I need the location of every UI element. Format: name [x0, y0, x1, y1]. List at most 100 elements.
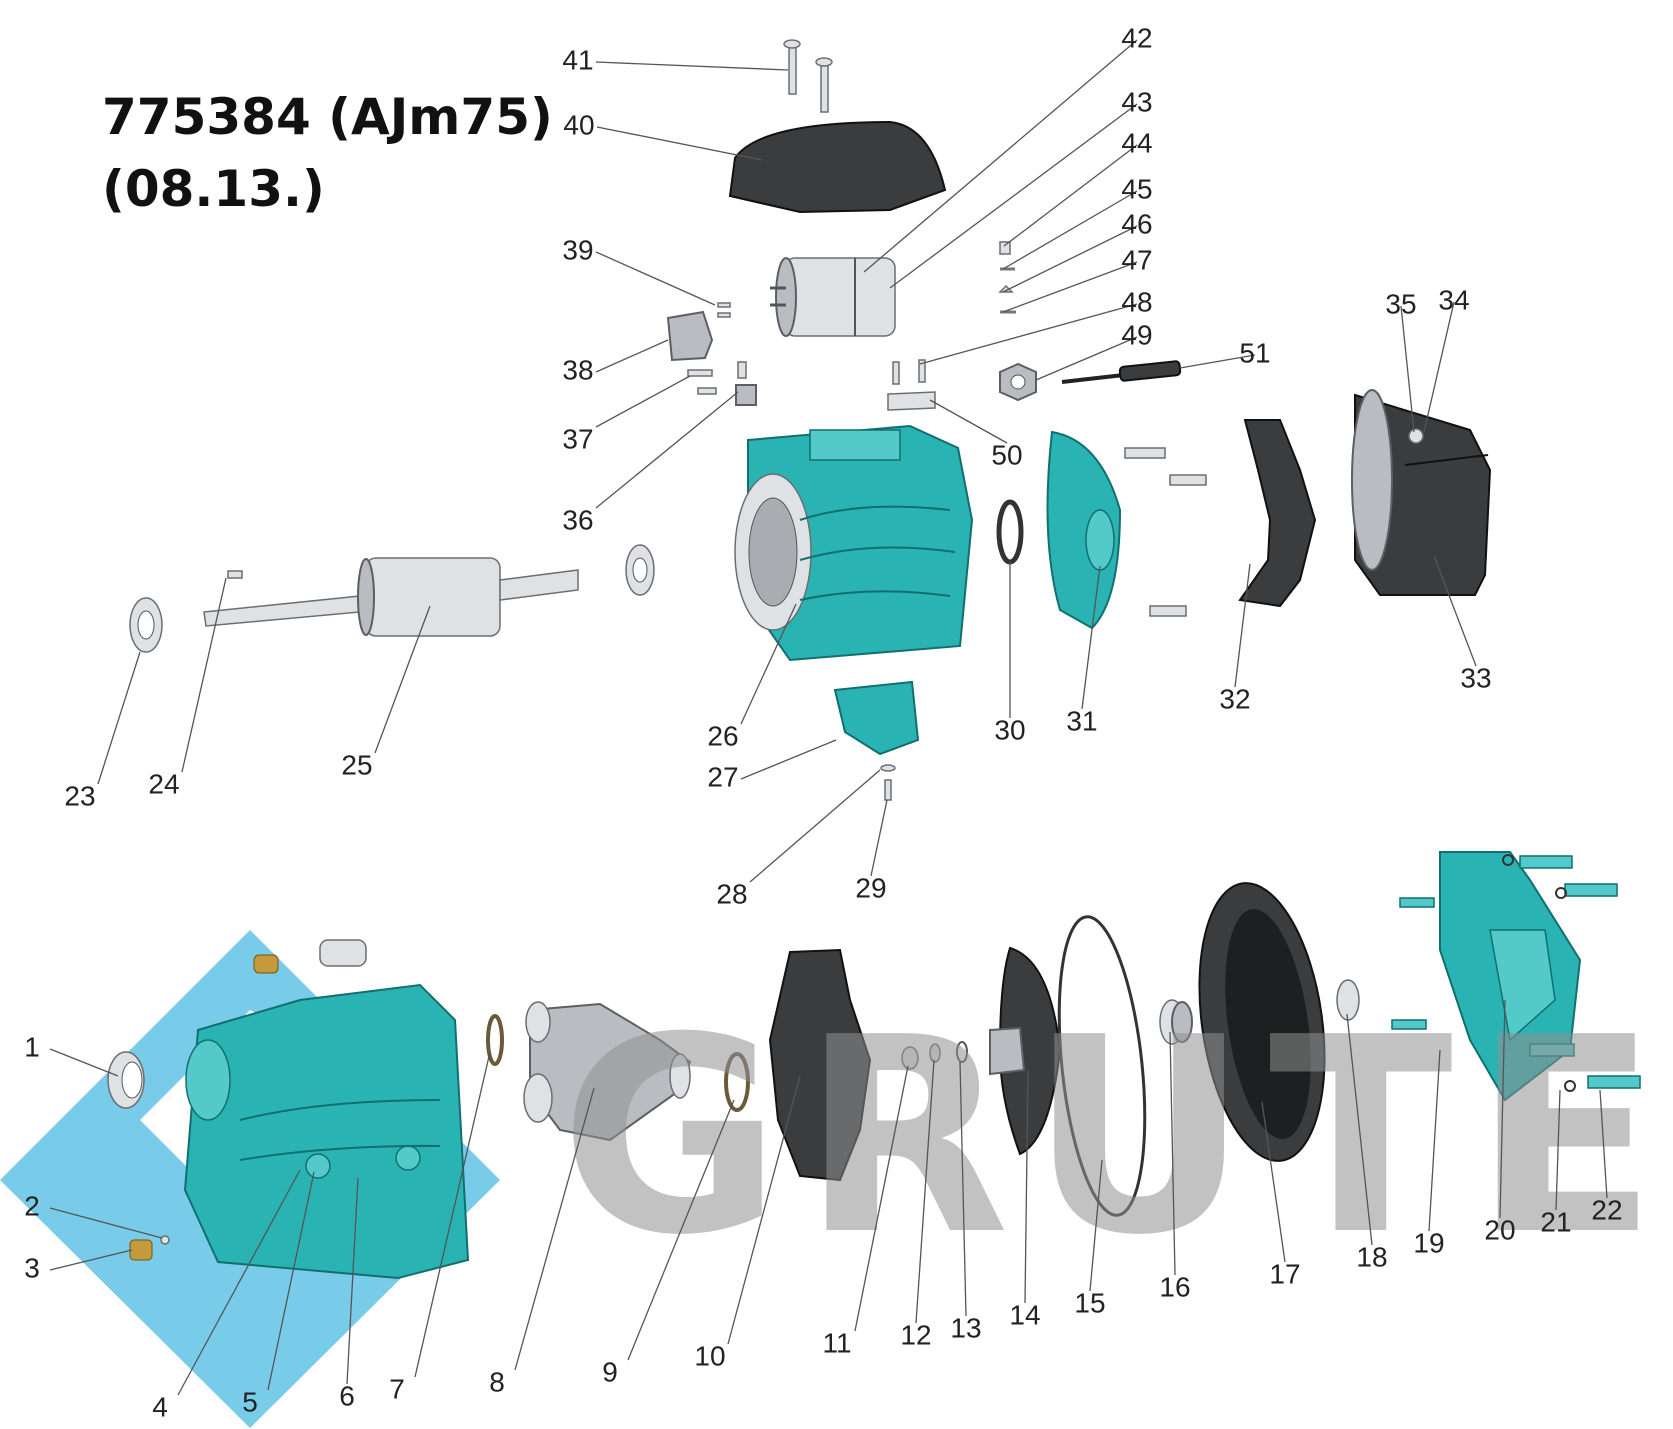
leader-line-45	[1002, 190, 1138, 270]
leader-line-29	[870, 799, 888, 877]
watermark-text: GRUTEK	[560, 979, 1673, 1294]
part-label-30: 30	[994, 714, 1025, 745]
parts-44-47-small-hardware	[998, 241, 1016, 314]
part-2-3-drain-plug	[129, 1235, 170, 1261]
part-label-39: 39	[562, 234, 593, 265]
leader-line-15	[1089, 1159, 1103, 1292]
part-label-17: 17	[1269, 1258, 1300, 1289]
part-label-16: 16	[1159, 1271, 1190, 1302]
part-33-fan-cover	[1351, 389, 1492, 596]
part-16-mechanical-seal	[1159, 999, 1193, 1045]
part-label-24: 24	[148, 768, 179, 799]
parts-19-21-22-bolts	[1391, 854, 1641, 1092]
leader-line-1	[49, 1048, 119, 1077]
part-label-18: 18	[1356, 1241, 1387, 1272]
part-label-36: 36	[562, 504, 593, 535]
part-label-50: 50	[991, 439, 1022, 470]
part-23-bearing	[129, 597, 163, 653]
parts-11-13-nut-washers	[901, 1041, 968, 1070]
part-label-2: 2	[24, 1190, 40, 1221]
leader-line-48	[919, 303, 1138, 365]
part-label-51: 51	[1239, 337, 1270, 368]
leader-line-27	[740, 739, 837, 780]
part-label-4: 4	[152, 1391, 168, 1422]
leader-line-11	[854, 1065, 909, 1332]
part-label-20: 20	[1484, 1214, 1515, 1245]
part-27-terminal-base	[833, 680, 920, 756]
part-34-35-screw	[1408, 428, 1424, 444]
part-label-44: 44	[1121, 127, 1152, 158]
leader-line-32	[1234, 563, 1251, 688]
part-9-o-ring	[724, 1052, 750, 1112]
leader-line-36	[595, 391, 739, 509]
part-label-42: 42	[1121, 22, 1152, 53]
part-20-bracket	[1439, 851, 1582, 1102]
part-label-43: 43	[1121, 86, 1152, 117]
part-7-o-ring	[486, 1014, 504, 1066]
leader-line-25	[374, 605, 431, 754]
part-label-23: 23	[64, 780, 95, 811]
part-40-terminal-cover	[728, 120, 947, 214]
leader-line-39	[595, 251, 716, 306]
leader-line-40	[596, 126, 763, 161]
diagram-title-line1: 775384 (AJm75)	[102, 88, 553, 146]
leader-line-9	[627, 1099, 735, 1361]
part-24-key	[227, 570, 243, 579]
part-label-47: 47	[1121, 244, 1152, 275]
leader-line-3	[49, 1249, 133, 1271]
part-8-venturi	[523, 1001, 692, 1142]
leader-line-19	[1428, 1049, 1441, 1232]
part-37-clips	[687, 369, 717, 395]
leader-line-37	[595, 375, 691, 428]
leader-line-2	[49, 1207, 163, 1239]
leader-line-13	[959, 1061, 967, 1317]
part-label-28: 28	[716, 878, 747, 909]
leader-line-44	[1003, 144, 1138, 247]
leader-line-43	[889, 103, 1138, 289]
part-label-15: 15	[1074, 1287, 1105, 1318]
part-label-32: 32	[1219, 683, 1250, 714]
leader-line-10	[727, 1075, 801, 1345]
part-41-screws	[783, 39, 833, 113]
pump-body-top-caps	[253, 939, 367, 974]
leader-line-4	[177, 1169, 301, 1396]
part-label-25: 25	[341, 749, 372, 780]
part-38-switch	[666, 310, 714, 362]
part-rear-bearing	[625, 544, 655, 596]
leader-line-34	[1423, 301, 1455, 433]
part-label-12: 12	[900, 1319, 931, 1350]
part-30-washer	[996, 499, 1024, 565]
leader-line-7	[414, 1051, 491, 1378]
part-label-37: 37	[562, 423, 593, 454]
leader-line-28	[749, 769, 881, 883]
leader-line-24	[181, 577, 227, 773]
leader-line-42	[863, 39, 1138, 273]
part-42-capacitor	[770, 257, 896, 337]
part-label-29: 29	[855, 872, 886, 903]
leader-line-26	[740, 603, 797, 725]
part-48-50-bracket	[887, 359, 936, 411]
leader-line-22	[1599, 1089, 1608, 1199]
part-label-31: 31	[1066, 705, 1097, 736]
leader-line-21	[1555, 1089, 1561, 1211]
part-36-terminal	[735, 361, 757, 406]
watermark-logo	[0, 930, 500, 1428]
leader-line-49	[1035, 336, 1138, 381]
part-label-6: 6	[339, 1380, 355, 1411]
leader-line-20	[1499, 999, 1506, 1219]
part-label-1: 1	[24, 1031, 40, 1062]
part-49-nut-hole	[1010, 374, 1026, 390]
leader-line-38	[595, 339, 669, 373]
leader-line-12	[915, 1059, 935, 1324]
leader-line-50	[929, 399, 1008, 444]
part-label-21: 21	[1540, 1206, 1571, 1237]
part-label-49: 49	[1121, 319, 1152, 350]
part-17-backplate	[1198, 882, 1326, 1162]
part-25-rotor-shaft	[203, 557, 579, 637]
leader-line-16	[1169, 1031, 1176, 1276]
part-label-3: 3	[24, 1252, 40, 1283]
leader-line-14	[1024, 1069, 1029, 1304]
part-4-6-pump-body	[183, 983, 470, 1280]
part-label-7: 7	[389, 1373, 405, 1404]
